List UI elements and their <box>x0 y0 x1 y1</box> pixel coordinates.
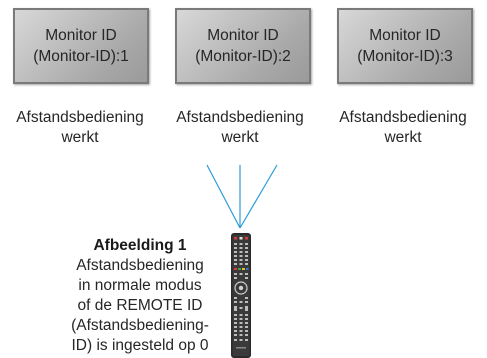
figure-line-2: in normale modus <box>78 277 202 294</box>
figure-line-1: Afstandsbediening <box>76 257 204 274</box>
monitor-2-caption-line1: Afstandsbediening <box>176 109 304 126</box>
monitor-2: Monitor ID (Monitor-ID):2 <box>175 8 311 84</box>
monitor-2-id: (Monitor-ID):2 <box>195 48 291 65</box>
monitor-2-caption: Afstandsbediening werkt <box>160 108 320 148</box>
monitor-3-caption-line1: Afstandsbediening <box>339 109 467 126</box>
figure-caption: Afbeelding 1 Afstandsbediening in normal… <box>40 236 240 356</box>
monitor-1-title: Monitor ID <box>45 27 117 44</box>
monitor-1-caption: Afstandsbediening werkt <box>0 108 160 148</box>
monitor-1-id: (Monitor-ID):1 <box>33 48 129 65</box>
monitor-1-caption-line1: Afstandsbediening <box>16 109 144 126</box>
monitor-2-caption-line2: werkt <box>221 129 259 146</box>
monitor-2-title: Monitor ID <box>207 27 279 44</box>
figure-line-3: of de REMOTE ID <box>77 297 203 314</box>
monitor-3: Monitor ID (Monitor-ID):3 <box>337 8 473 84</box>
monitor-3-caption-line2: werkt <box>384 129 422 146</box>
monitor-1-caption-line2: werkt <box>61 129 99 146</box>
figure-line-4: (Afstandsbediening- <box>71 317 209 334</box>
figure-title: Afbeelding 1 <box>93 237 187 254</box>
monitor-3-id: (Monitor-ID):3 <box>357 48 453 65</box>
monitor-3-caption: Afstandsbediening werkt <box>323 108 483 148</box>
figure-line-5: ID) is ingesteld op 0 <box>71 337 209 354</box>
monitor-1: Monitor ID (Monitor-ID):1 <box>13 8 149 84</box>
signal-beam-left <box>206 164 241 229</box>
remote-control-icon <box>231 233 251 358</box>
signal-beam-right <box>239 164 278 229</box>
monitor-3-title: Monitor ID <box>369 27 441 44</box>
